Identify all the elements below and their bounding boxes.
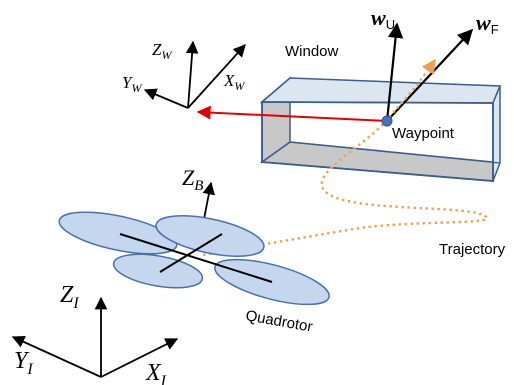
inertial-frame: ZI YI XI bbox=[11, 282, 179, 385]
window-front-frame bbox=[261, 101, 494, 182]
propeller-front-right bbox=[155, 215, 265, 257]
inertial-x-axis bbox=[100, 338, 179, 378]
quadrotor-arm-1 bbox=[119, 233, 273, 283]
world-y-label: YW bbox=[122, 73, 142, 95]
world-frame: ZW YW XW bbox=[122, 40, 246, 109]
w-forward-vector bbox=[386, 28, 474, 122]
window-top-face bbox=[259, 77, 502, 104]
world-x-label: XW bbox=[223, 71, 245, 93]
trajectory-label: Trajectory bbox=[439, 241, 506, 258]
world-x-axis bbox=[187, 44, 246, 109]
waypoint-dot bbox=[381, 115, 393, 127]
w-forward-label: wF bbox=[476, 10, 499, 37]
window-bottom-face bbox=[259, 141, 494, 182]
window-label: Window bbox=[285, 43, 339, 60]
window bbox=[259, 76, 502, 182]
world-z-label: ZW bbox=[152, 40, 172, 62]
quadrotor: Quadrotor ZB bbox=[58, 165, 330, 336]
propeller-rear-left bbox=[112, 253, 204, 289]
world-y-axis bbox=[143, 88, 189, 109]
world-z-axis bbox=[185, 40, 199, 109]
waypoint-to-world-arrow bbox=[196, 105, 387, 122]
quadrotor-label: Quadrotor bbox=[244, 307, 313, 335]
body-z-label: ZB bbox=[182, 165, 203, 194]
inertial-y-label: YI bbox=[14, 348, 33, 378]
inertial-z-label: ZI bbox=[60, 282, 79, 312]
waypoint-label: Waypoint bbox=[392, 125, 455, 142]
w-up-label: wU bbox=[371, 5, 395, 32]
inertial-y-axis bbox=[11, 335, 102, 378]
w-up-vector bbox=[385, 22, 404, 122]
window-right-face bbox=[492, 85, 501, 182]
quadrotor-arm-2 bbox=[159, 233, 223, 273]
inertial-x-label: XI bbox=[145, 360, 167, 385]
